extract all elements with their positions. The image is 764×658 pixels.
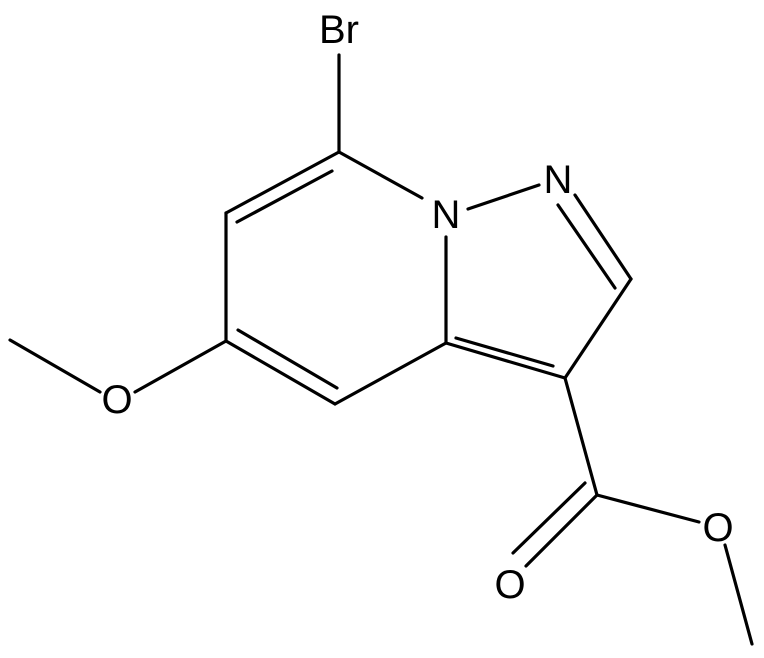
atom-label-o-ester: O — [702, 506, 733, 550]
bond-c5-c4-double — [236, 328, 339, 390]
bond-n2-c2 — [573, 193, 633, 281]
bond-n1-n2 — [466, 183, 541, 211]
bond-carbonyl — [524, 493, 599, 568]
bond-c3-c3a-double — [454, 336, 555, 368]
bond-c2-c3 — [563, 277, 633, 380]
atom-label-n1: N — [432, 193, 461, 237]
bond-c7-n1 — [337, 150, 424, 200]
bond-o-ch3-ester — [723, 543, 754, 646]
bond-c-o-ester — [595, 493, 701, 524]
bond-c4-c3a — [333, 341, 448, 406]
bond-c7-c6 — [224, 150, 341, 215]
bond-n2-c2-double — [556, 203, 617, 290]
bond-c5-c4 — [224, 339, 337, 406]
atom-label-n2: N — [544, 158, 573, 202]
bond-o-ch3-methoxy — [8, 338, 102, 394]
bond-carbonyl-double — [511, 481, 587, 555]
atom-label-o-carbonyl: O — [494, 563, 525, 607]
bond-c7-c6-double — [235, 169, 334, 224]
bond-c3-carbonyl-c — [563, 376, 599, 497]
bond-c5-o-methoxy — [133, 339, 228, 394]
bond-c3-c3a — [444, 341, 567, 380]
atom-label-o-methoxy: O — [101, 378, 132, 422]
atom-label-br: Br — [319, 8, 359, 52]
